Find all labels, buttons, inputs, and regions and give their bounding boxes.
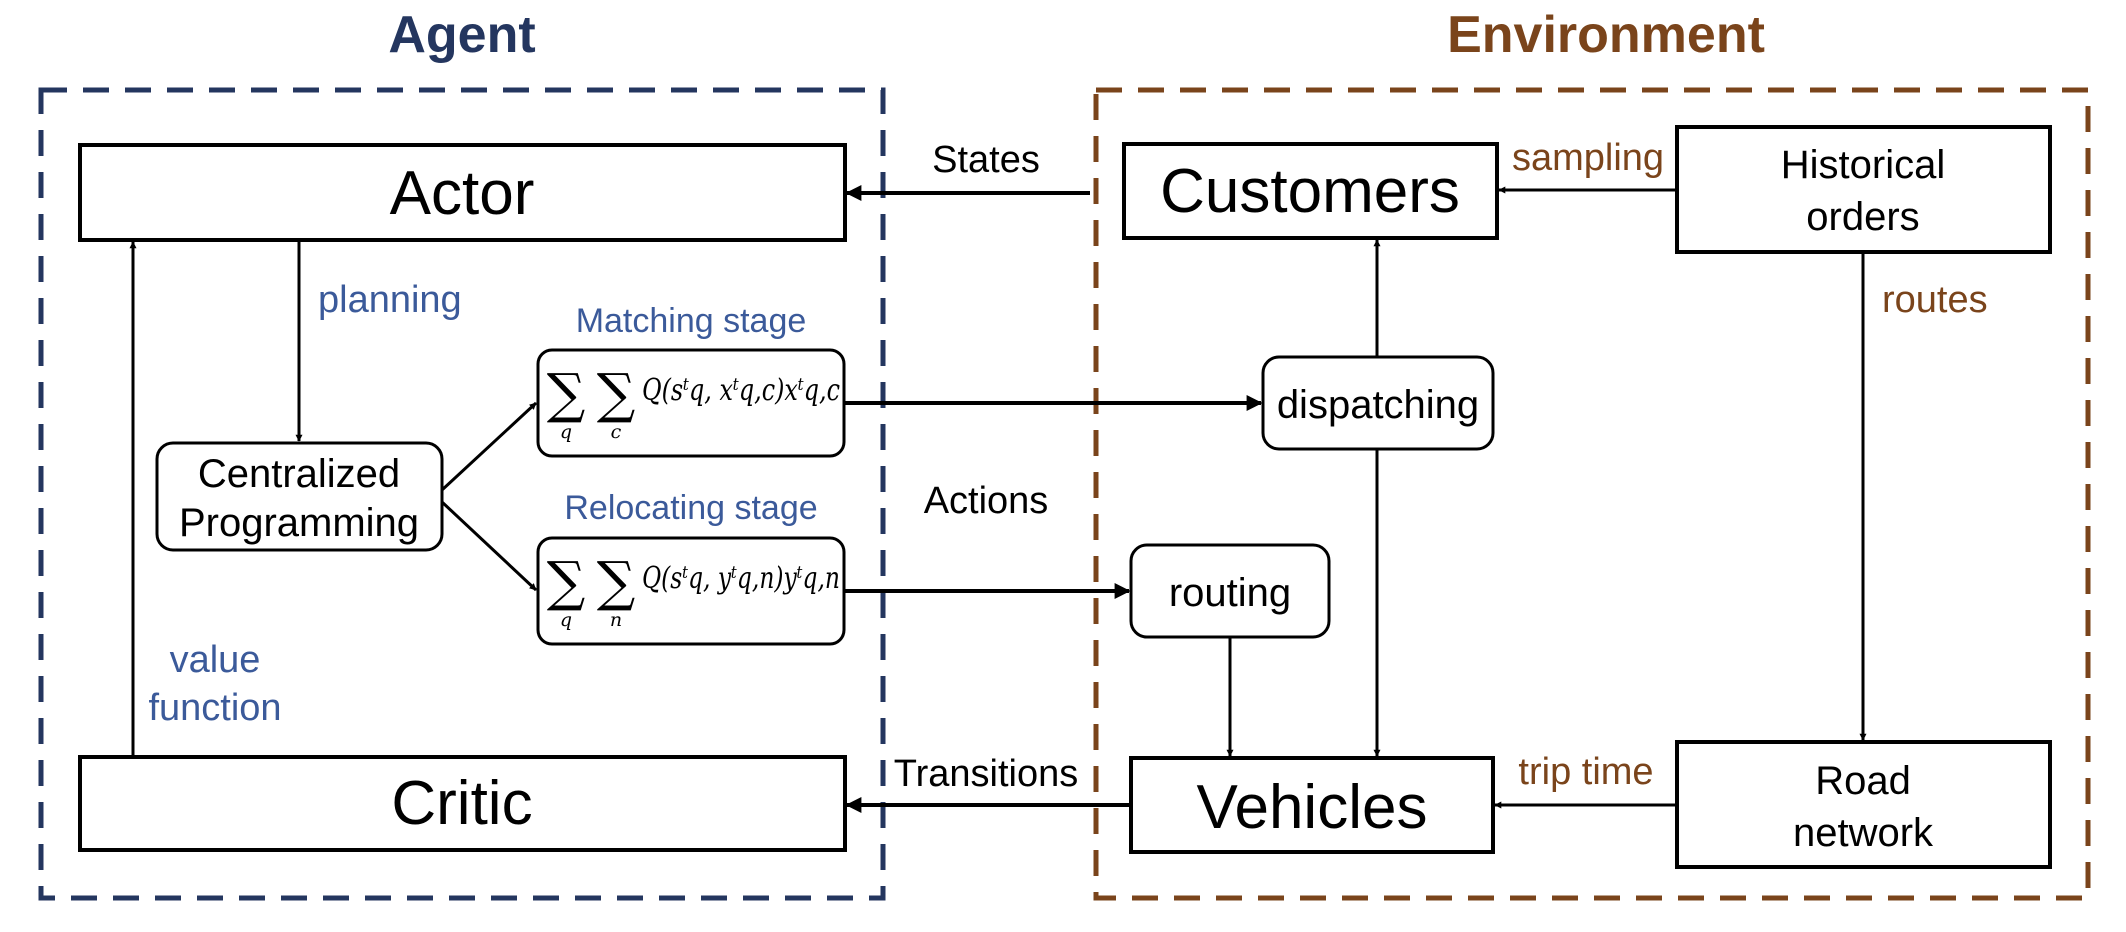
customers-label: Customers [1160, 157, 1460, 226]
centralized-line1: Centralized [198, 452, 400, 496]
states-label: States [932, 139, 1040, 181]
environment-container [1093, 87, 2091, 901]
to-relocating-arrow [440, 500, 538, 592]
sampling-label: sampling [1512, 137, 1664, 179]
environment-title: Environment [1447, 6, 1765, 64]
customers-box [1122, 142, 1499, 240]
routes-label: routes [1882, 279, 1988, 321]
historical-line1: Historical [1781, 143, 1945, 187]
planning-label: planning [318, 279, 462, 321]
matching-sub-q: q [560, 421, 572, 443]
transitions-label: Transitions [894, 753, 1078, 795]
trip-time-label: trip time [1518, 751, 1653, 793]
centralized-programming-box [155, 441, 444, 552]
actor-label: Actor [390, 159, 535, 228]
vehicles-label: Vehicles [1197, 773, 1428, 842]
routing-label: routing [1169, 571, 1291, 615]
value-function-line1: value [170, 639, 261, 681]
relocating-sub-q: q [560, 609, 572, 631]
road-line1: Road [1815, 759, 1911, 803]
actor-box [78, 143, 847, 242]
to-matching-arrow [440, 401, 538, 492]
matching-stage-label: Matching stage [576, 302, 807, 340]
matching-sub-c: c [611, 421, 622, 443]
relocating-sum-q-symbol: ∑ [547, 550, 586, 613]
vehicles-box [1129, 756, 1495, 854]
relocating-stage-label: Relocating stage [564, 489, 817, 527]
historical-orders-box [1675, 125, 2052, 254]
road-network-box [1675, 740, 2052, 869]
actions-label: Actions [924, 480, 1049, 522]
critic-label: Critic [391, 769, 532, 838]
relocating-formula-expr: Q(sᵗq, yᵗq,n)yᵗq,n [642, 561, 840, 596]
matching-sum-q-symbol: ∑ [547, 362, 586, 425]
relocating-sum-n-symbol: ∑ [597, 550, 636, 613]
dispatching-label: dispatching [1277, 383, 1479, 427]
centralized-line2: Programming [179, 501, 419, 545]
agent-title: Agent [388, 6, 535, 64]
value-function-line2: function [148, 687, 281, 729]
matching-formula-expr: Q(sᵗq, xᵗq,c)xᵗq,c [642, 373, 840, 408]
matching-sum-c-symbol: ∑ [597, 362, 636, 425]
agent-container [38, 87, 886, 901]
relocating-sub-n: n [610, 609, 622, 631]
road-line2: network [1793, 811, 1934, 855]
historical-line2: orders [1806, 195, 1919, 239]
critic-box [78, 755, 847, 852]
